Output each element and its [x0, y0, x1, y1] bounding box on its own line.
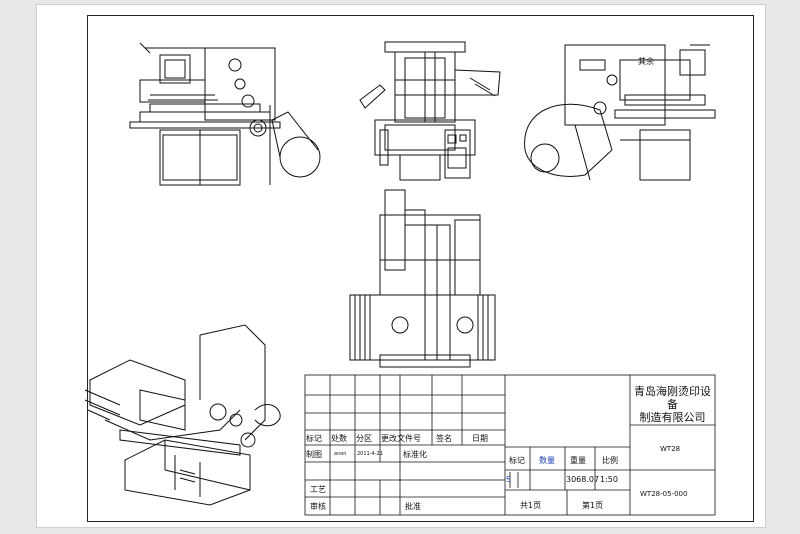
front-view — [129, 42, 321, 186]
drawing-sheet — [36, 4, 766, 528]
isometric-view — [84, 324, 281, 506]
top-view — [359, 41, 501, 181]
callout-label: 其余 — [638, 56, 654, 66]
bottom-view — [349, 189, 496, 368]
title-block-grid — [304, 374, 716, 516]
side-view — [524, 44, 716, 181]
drawing-border — [87, 15, 754, 522]
